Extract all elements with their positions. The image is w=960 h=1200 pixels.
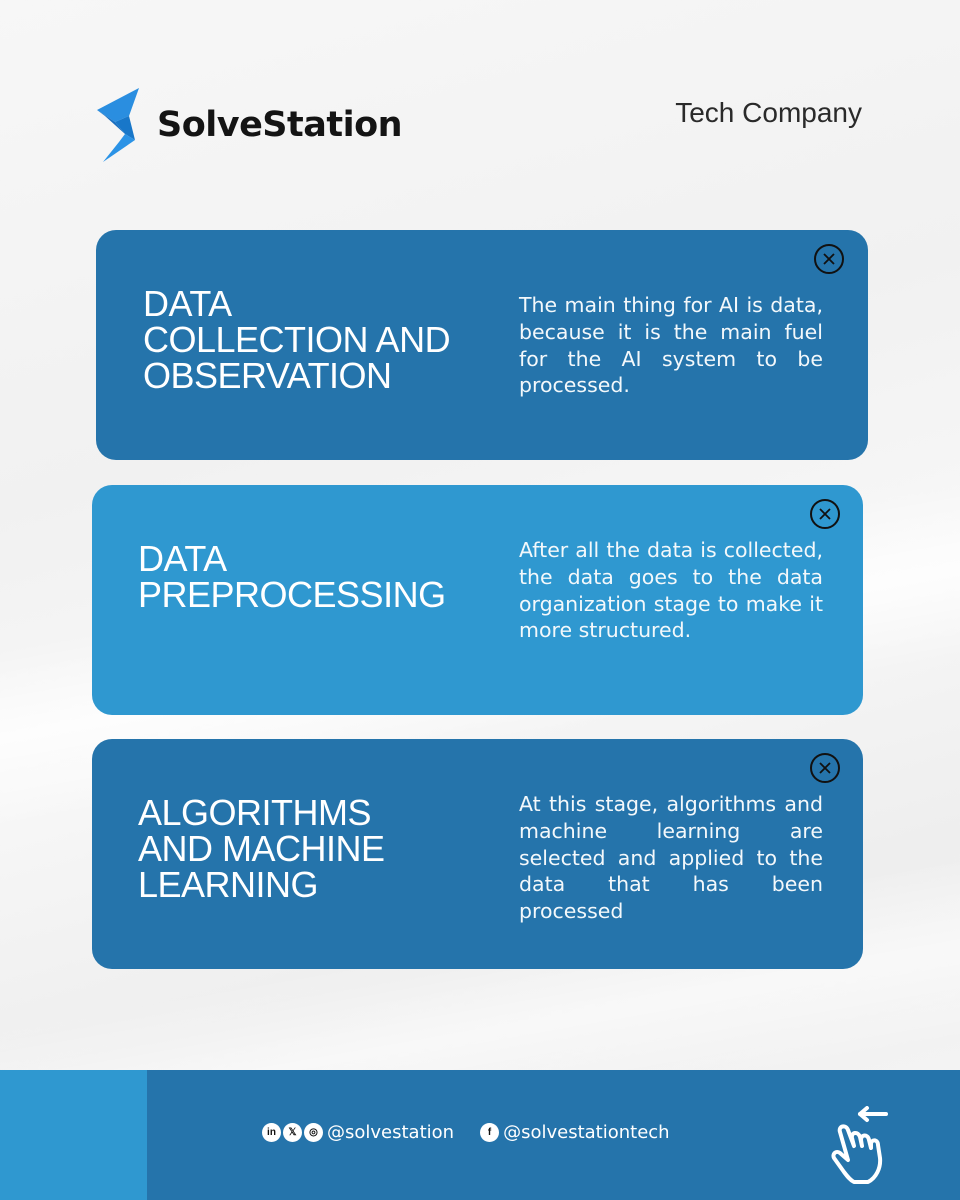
card-algorithms-ml: ALGORITHMS AND MACHINE LEARNING At this …: [92, 739, 863, 969]
close-icon: [819, 762, 831, 774]
close-button[interactable]: [810, 499, 840, 529]
card-description: The main thing for AI is data, because i…: [519, 293, 823, 398]
social-handle-solvestationtech[interactable]: @solvestationtech: [503, 1122, 670, 1143]
swipe-left-hand-icon[interactable]: [830, 1106, 900, 1186]
card-title: DATA COLLECTION AND OBSERVATION: [143, 283, 451, 396]
card-description: At this stage, algorithms and machine le…: [519, 792, 823, 924]
close-icon: [819, 508, 831, 520]
card-title: ALGORITHMS AND MACHINE LEARNING: [138, 792, 385, 905]
solvestation-logo-icon: [97, 88, 139, 162]
card-title: DATA PREPROCESSING: [138, 538, 446, 615]
footer: in 𝕏 ◎ @solvestation f @solvestationtech: [0, 1070, 960, 1200]
facebook-icon[interactable]: f: [480, 1123, 500, 1142]
close-button[interactable]: [814, 244, 844, 274]
close-button[interactable]: [810, 753, 840, 783]
header: SolveStation Tech Company: [0, 0, 960, 200]
brand-name: SolveStation: [157, 105, 403, 145]
card-data-collection: DATA COLLECTION AND OBSERVATION The main…: [96, 230, 868, 460]
linkedin-icon[interactable]: in: [262, 1123, 281, 1142]
card-data-preprocessing: DATA PREPROCESSING After all the data is…: [92, 485, 863, 715]
card-description: After all the data is collected, the dat…: [519, 538, 823, 643]
social-links: in 𝕏 ◎ @solvestation f @solvestationtech: [262, 1122, 670, 1143]
brand-logo: SolveStation: [95, 88, 403, 162]
close-icon: [823, 253, 835, 265]
instagram-icon[interactable]: ◎: [304, 1123, 323, 1142]
footer-accent-block: [0, 1070, 147, 1200]
social-handle-solvestation[interactable]: @solvestation: [327, 1122, 455, 1143]
tagline: Tech Company: [675, 97, 862, 128]
x-icon[interactable]: 𝕏: [283, 1123, 302, 1142]
